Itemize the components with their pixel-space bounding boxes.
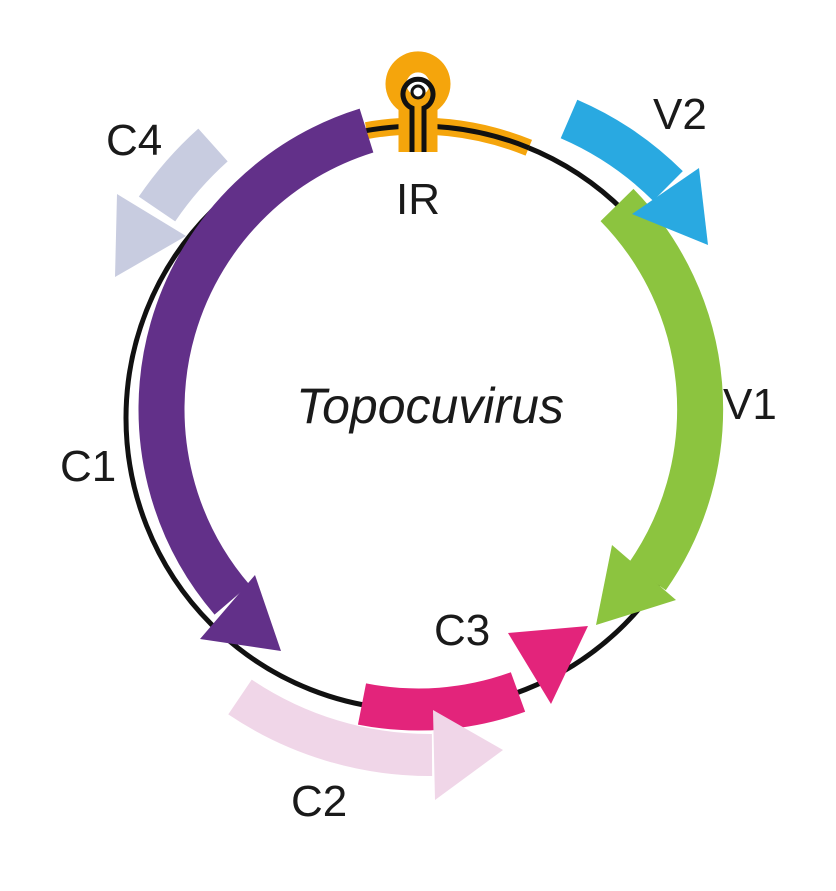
ir-label: IR	[396, 175, 440, 224]
gene-v2-arrow	[560, 99, 708, 245]
gene-label-c1: C1	[60, 442, 116, 491]
stem-loop-icon	[385, 51, 451, 152]
gene-c2-arrow	[228, 679, 503, 800]
gene-c4-arrow	[115, 128, 228, 277]
gene-label-c2: C2	[291, 777, 347, 826]
intergenic-region	[365, 51, 533, 156]
gene-label-v1: V1	[723, 380, 777, 429]
gene-c3-arrow	[357, 626, 588, 731]
gene-label-c3: C3	[434, 606, 490, 655]
ir-band-core	[366, 123, 530, 151]
gene-label-c4: C4	[106, 116, 162, 165]
genus-title: Topocuvirus	[296, 378, 564, 434]
gene-v1-arrow	[596, 188, 724, 625]
gene-c1-arrow	[138, 108, 374, 651]
gene-label-v2: V2	[653, 90, 707, 139]
